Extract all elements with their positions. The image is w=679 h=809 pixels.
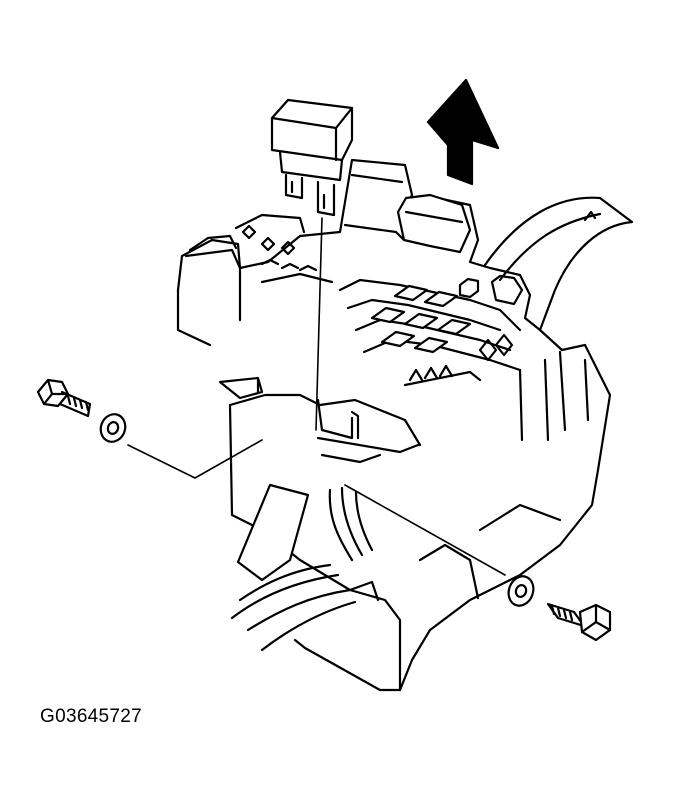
relay-icon [272, 100, 352, 215]
arrow-up-icon [428, 80, 498, 184]
bolt-icon [38, 380, 90, 416]
wire-harness-icon [232, 485, 372, 650]
washer-icon [505, 573, 538, 609]
washer-icon [97, 411, 129, 446]
figure-id-label: G03645727 [40, 706, 143, 727]
left-leader-line [128, 440, 262, 478]
bolt-icon [548, 604, 610, 640]
wiring-harness-upper [485, 198, 632, 330]
fuse-block-icon [178, 160, 610, 690]
right-leader-line [345, 485, 505, 575]
relay-guide-line [316, 218, 322, 430]
